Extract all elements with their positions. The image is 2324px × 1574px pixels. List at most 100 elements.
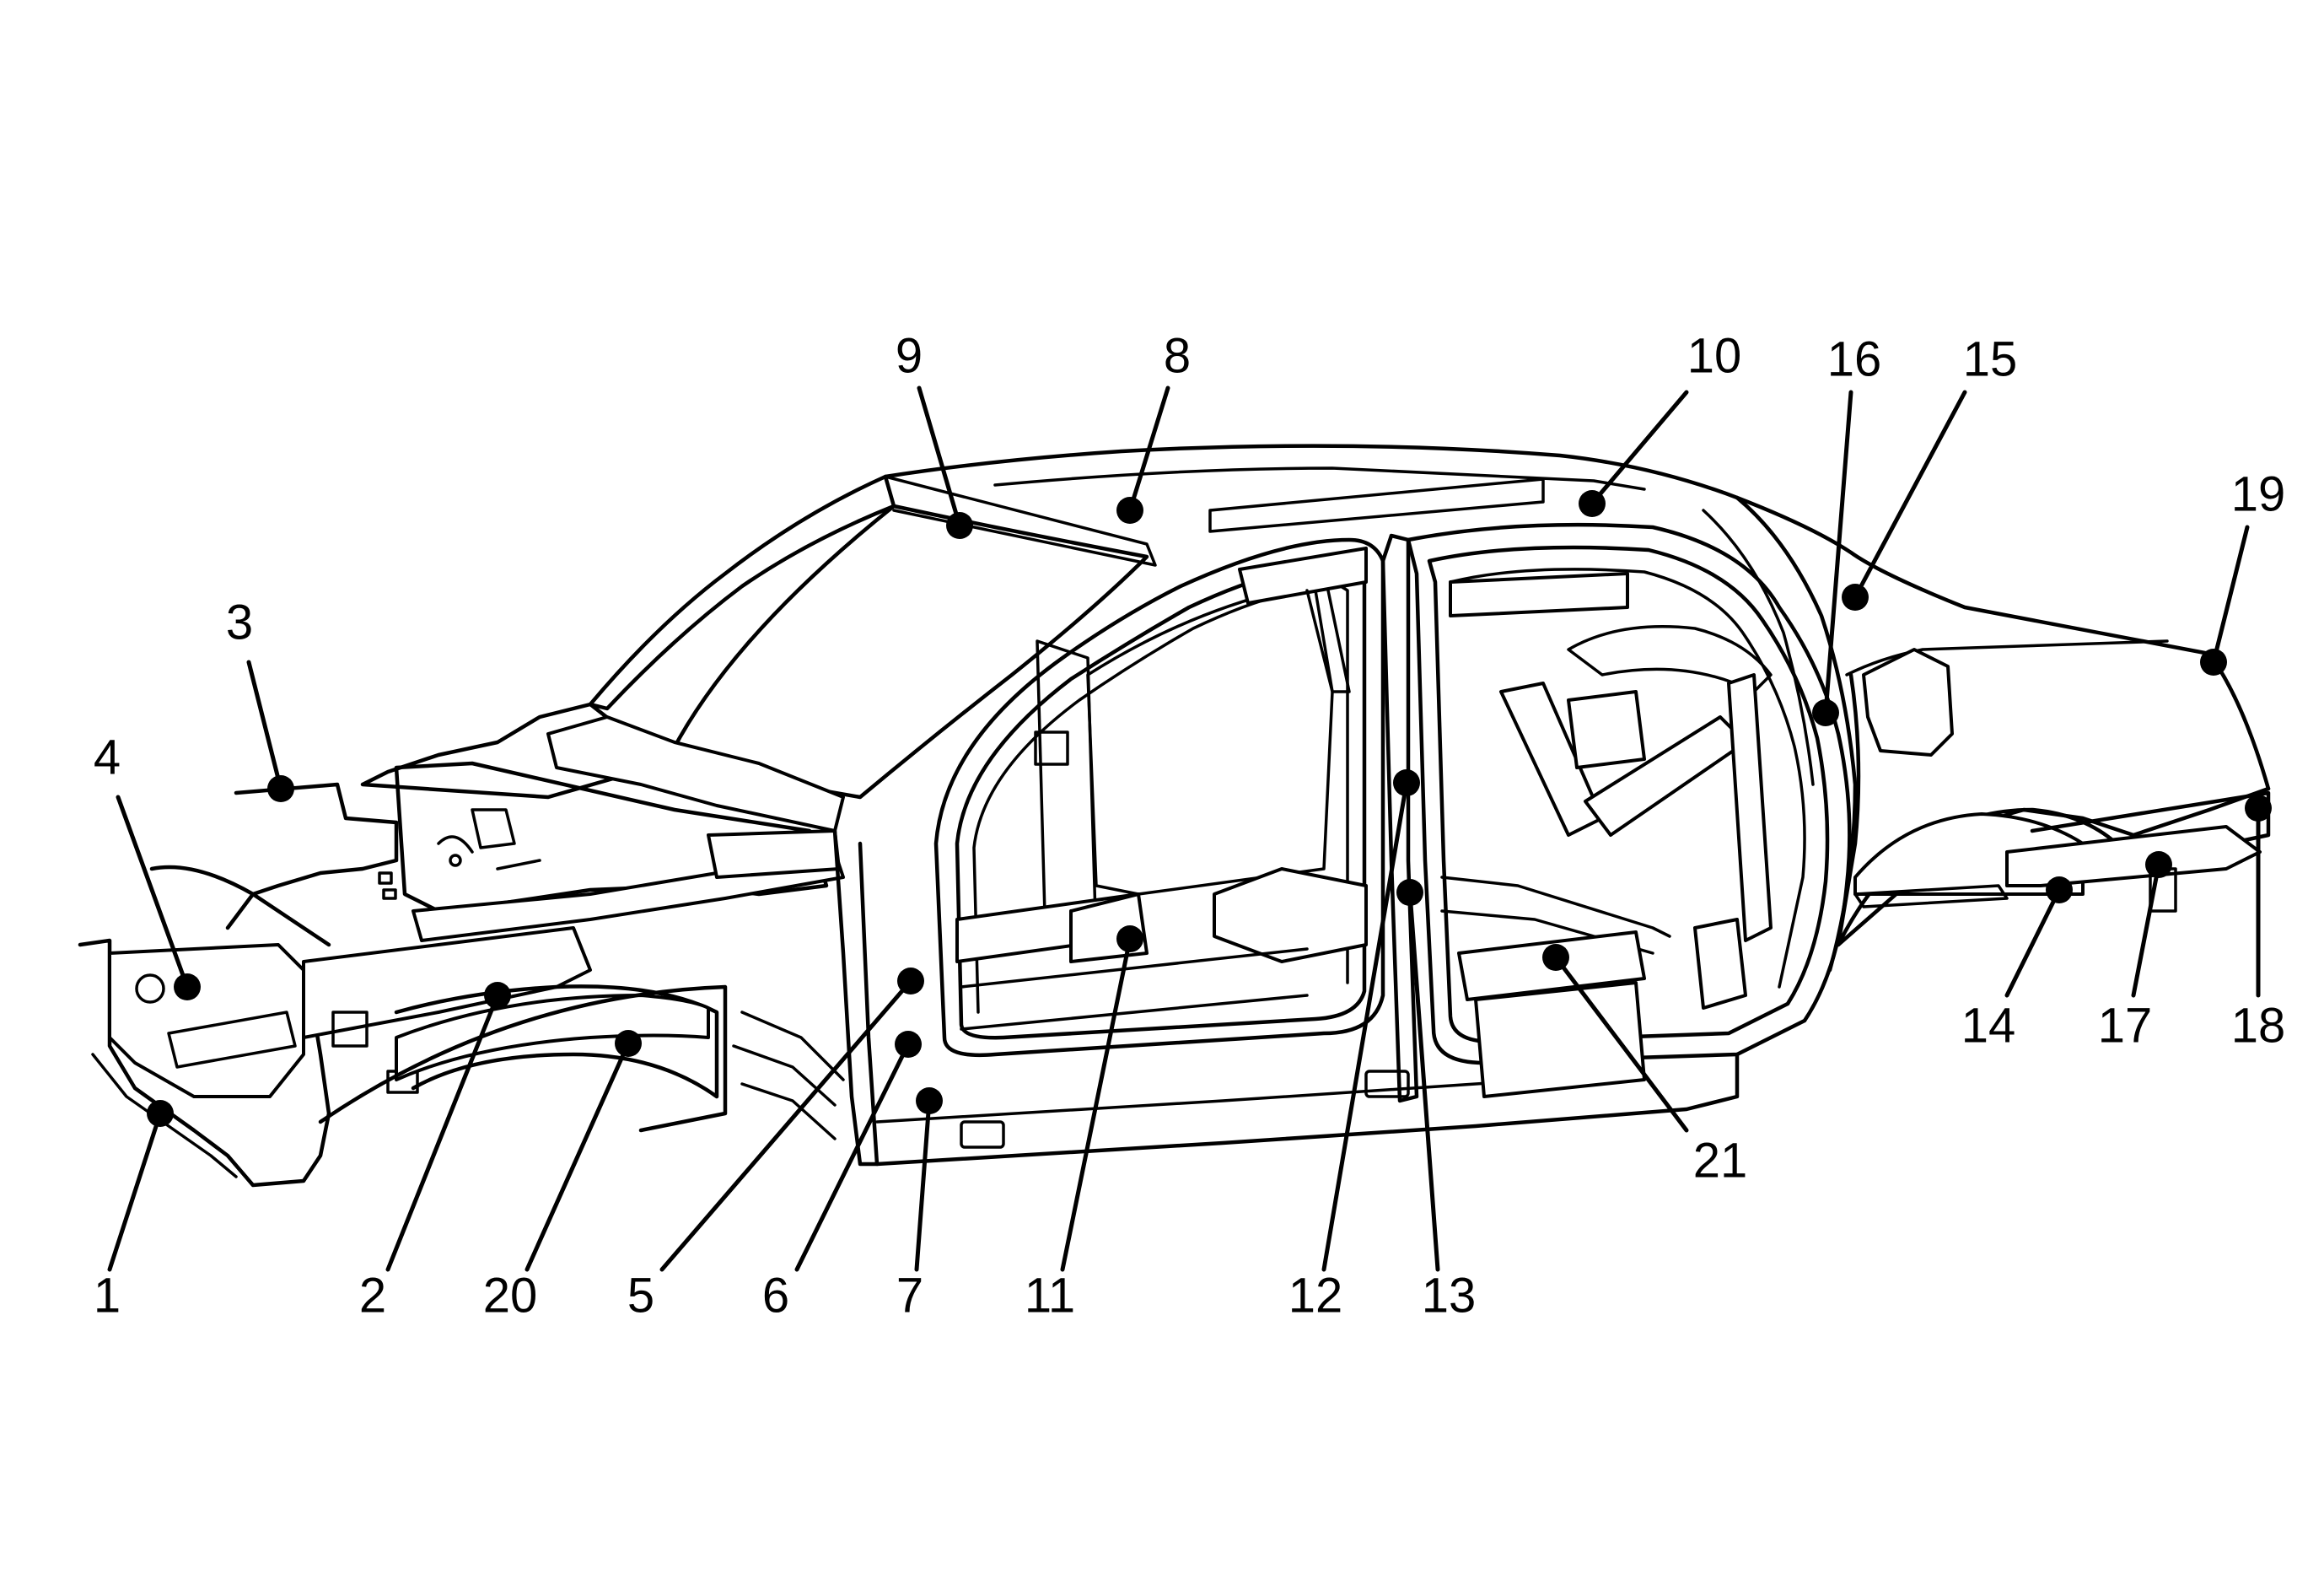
callout-number: 7 [896,1268,923,1323]
front-fender-lower [318,984,728,1133]
front-end-module [108,943,305,1098]
callout-number: 4 [94,730,121,784]
callout-number: 18 [2231,998,2286,1053]
b-pillar [1380,533,1419,1103]
callout-point [1393,769,1420,796]
callout-number: 1 [94,1268,121,1323]
callout-12: 12 [1288,769,1420,1323]
callout-5: 5 [627,968,924,1323]
callout-number: 11 [1025,1268,1075,1323]
callout-leader [525,1041,631,1272]
front-lower-rail [302,926,592,1039]
callout-point [897,968,924,995]
roof-inner-edge [993,466,1646,491]
callout-leader [116,795,190,989]
callout-point [1116,497,1143,524]
callout-leader [917,385,962,528]
rear-quarter-window-edge [1845,639,2169,676]
c-pillar-inner [1702,509,1815,786]
callout-number: 17 [2098,998,2153,1053]
callout-number: 12 [1288,1268,1343,1323]
callout-point [2245,795,2272,822]
hinge-pillar-reinforcement [732,1011,845,1140]
callout-point [1842,584,1869,611]
roof-panel-outline [883,444,2271,791]
callout-11: 11 [1025,925,1143,1323]
front-crossmember [149,865,331,947]
callout-number: 8 [1164,328,1191,383]
callout-point [484,982,511,1009]
rocker-panel [874,1052,1740,1167]
callout-8: 8 [1116,328,1191,524]
strut-slot-a [378,871,393,885]
callout-point [615,1030,642,1057]
callout-leader [1590,390,1689,506]
rear-door-lower-brace [1693,918,1747,1010]
callout-leader [1060,936,1132,1272]
callout-17: 17 [2098,851,2172,1053]
callout-number: 15 [1963,332,2018,386]
front-wheel-house [394,984,719,1099]
callout-20: 20 [483,1030,642,1323]
callout-number: 16 [1827,332,1882,386]
callout-leader [107,1111,163,1272]
callout-number: 10 [1687,328,1742,383]
callout-leader [1853,390,1967,600]
callout-leader [2004,887,2062,998]
callout-point [916,1087,943,1114]
callout-number: 6 [762,1268,789,1323]
rear-lower-rail [2005,825,2262,887]
callout-number: 19 [2231,466,2286,521]
callout-14: 14 [1961,876,2073,1053]
roof-header-crossbar [1238,547,1368,605]
rear-side-pillar-trim [1727,673,1773,942]
callout-leader [2211,525,2250,665]
sunroof-strip [1208,477,1545,533]
floor-crossmember-line [960,947,1309,1031]
vehicle-body-illustration [78,444,2271,1188]
fuel-filler-door [1862,648,1954,757]
strut-slot-b [382,888,397,900]
front-bumper-edge [91,1053,238,1178]
callout-2: 2 [359,982,511,1323]
strut-tower-details [437,808,541,871]
cowl-top-panel [546,715,845,833]
hinge-pillar [832,828,880,1167]
callout-point [2145,851,2172,878]
rear-door-opening-outer [1406,522,1852,1065]
callout-point [1579,490,1606,517]
callout-4: 4 [94,730,201,1000]
callout-6: 6 [762,1031,922,1323]
callout-leader [1823,390,1853,715]
callout-point [946,512,973,539]
strut-hole [449,854,462,867]
rear-seat-back-panel [1449,572,1629,617]
radiator-support [225,782,399,930]
callout-point [2200,649,2227,676]
callout-1: 1 [94,1100,174,1323]
rear-sill-extension [1474,981,1646,1098]
rear-door-opening-inner [1427,545,1830,1044]
callout-3: 3 [226,595,294,802]
callout-leader [1321,780,1409,1272]
lower-tie-bar [167,1011,297,1069]
rear-package-shelf [1567,625,1773,693]
front-apron-panel [395,994,710,1081]
callout-10: 10 [1579,328,1741,517]
front-header-rail [884,475,1157,567]
callout-number: 9 [896,328,923,383]
callout-18: 18 [2231,795,2286,1053]
interior-pillar-hole [1034,730,1069,766]
callout-point [1812,699,1839,726]
callout-7: 7 [896,1087,943,1323]
callout-15: 15 [1842,332,2017,611]
interior-window-frame [1086,589,1334,896]
callout-leader [385,993,500,1272]
callout-point [267,775,294,802]
callout-number: 14 [1961,998,2016,1053]
windshield-glass-edge [664,504,1149,800]
callout-point [1396,879,1423,906]
callout-leader [794,1042,911,1272]
windshield-frame [588,474,896,711]
